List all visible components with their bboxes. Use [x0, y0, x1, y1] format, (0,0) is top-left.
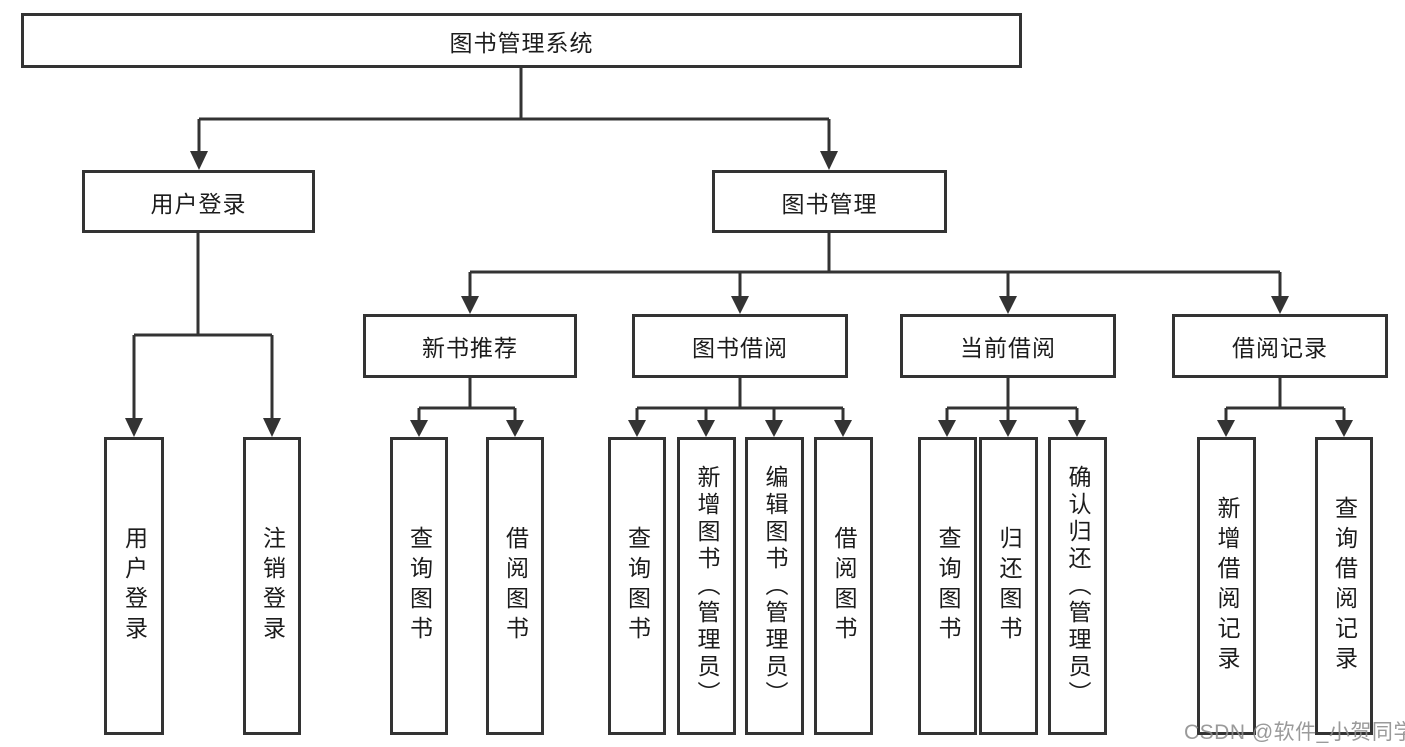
arrowhead-icon	[506, 420, 524, 437]
node-label: 图书借阅	[692, 335, 788, 361]
node-current-borrow: 当前借阅	[900, 314, 1116, 378]
arrowhead-icon	[999, 296, 1017, 314]
leaf-recommend-borrow-books: 借阅图书	[486, 437, 544, 735]
arrowhead-icon	[410, 420, 428, 437]
arrowhead-icon	[1271, 296, 1289, 314]
connector-records-to-leaves	[1224, 378, 1346, 422]
arrowhead-icon	[190, 151, 208, 170]
node-label: 注销登录	[259, 526, 286, 646]
node-label: 新书推荐	[422, 335, 518, 361]
leaf-records-query-record: 查询借阅记录	[1315, 437, 1373, 735]
node-book-management: 图书管理	[712, 170, 947, 233]
node-label: 新增图书（管理员）	[694, 464, 720, 708]
arrowhead-icon	[1217, 420, 1235, 437]
leaf-logout: 注销登录	[243, 437, 301, 735]
node-label: 查询图书	[406, 526, 433, 646]
arrowhead-icon	[697, 420, 715, 437]
arrowhead-icon	[1068, 420, 1086, 437]
arrowhead-icon	[263, 418, 281, 437]
arrowhead-icon	[1335, 420, 1353, 437]
node-label: 查询图书	[935, 526, 961, 646]
arrowhead-icon	[125, 418, 143, 437]
leaf-borrow-edit-books-admin: 编辑图书（管理员）	[745, 437, 804, 735]
leaf-records-add-record: 新增借阅记录	[1197, 437, 1256, 735]
arrowhead-icon	[628, 420, 646, 437]
node-new-book-recommend: 新书推荐	[363, 314, 577, 378]
connector-user-login-to-leaves	[132, 233, 274, 420]
leaf-borrow-query-books: 查询图书	[608, 437, 666, 735]
node-label: 当前借阅	[960, 335, 1056, 361]
connector-book-management-to-level3	[468, 233, 1282, 298]
node-label: 用户登录	[150, 190, 247, 217]
leaf-recommend-query-books: 查询图书	[390, 437, 448, 735]
node-book-borrow: 图书借阅	[632, 314, 848, 378]
connector-recommend-to-leaves	[417, 378, 517, 422]
arrowhead-icon	[834, 420, 852, 437]
node-label: 查询图书	[624, 526, 651, 646]
arrowhead-icon	[999, 420, 1017, 437]
node-label: 确认归还（管理员）	[1065, 464, 1091, 708]
node-label: 查询借阅记录	[1331, 496, 1358, 676]
node-label: 图书管理	[781, 190, 878, 217]
arrowhead-icon	[765, 420, 783, 437]
node-user-login: 用户登录	[82, 170, 315, 233]
connector-current-to-leaves	[945, 378, 1079, 422]
leaf-current-return-books: 归还图书	[979, 437, 1038, 735]
node-label: 图书管理系统	[449, 29, 594, 56]
connector-borrow-to-leaves	[635, 378, 845, 422]
node-label: 编辑图书（管理员）	[762, 464, 788, 708]
node-label: 借阅记录	[1232, 335, 1328, 361]
leaf-borrow-borrow-books: 借阅图书	[814, 437, 873, 735]
leaf-current-query-books: 查询图书	[918, 437, 977, 735]
node-label: 借阅图书	[502, 526, 529, 646]
node-label: 用户登录	[121, 526, 148, 646]
node-borrow-records: 借阅记录	[1172, 314, 1388, 378]
node-label: 新增借阅记录	[1214, 496, 1240, 676]
node-label: 归还图书	[996, 526, 1022, 646]
arrowhead-icon	[938, 420, 956, 437]
arrowhead-icon	[461, 296, 479, 314]
arrowhead-icon	[820, 151, 838, 170]
arrowhead-icon	[731, 296, 749, 314]
leaf-borrow-add-books-admin: 新增图书（管理员）	[677, 437, 736, 735]
leaf-current-confirm-return-admin: 确认归还（管理员）	[1048, 437, 1107, 735]
arrowheads	[125, 151, 1353, 437]
csdn-watermark: CSDN @软件_小贺同学	[1184, 721, 1405, 744]
connector-root-to-level2	[197, 68, 831, 153]
leaf-user-login: 用户登录	[104, 437, 164, 735]
node-label: 借阅图书	[831, 526, 857, 646]
connector-lines	[132, 68, 1346, 422]
node-root-system: 图书管理系统	[21, 13, 1022, 68]
